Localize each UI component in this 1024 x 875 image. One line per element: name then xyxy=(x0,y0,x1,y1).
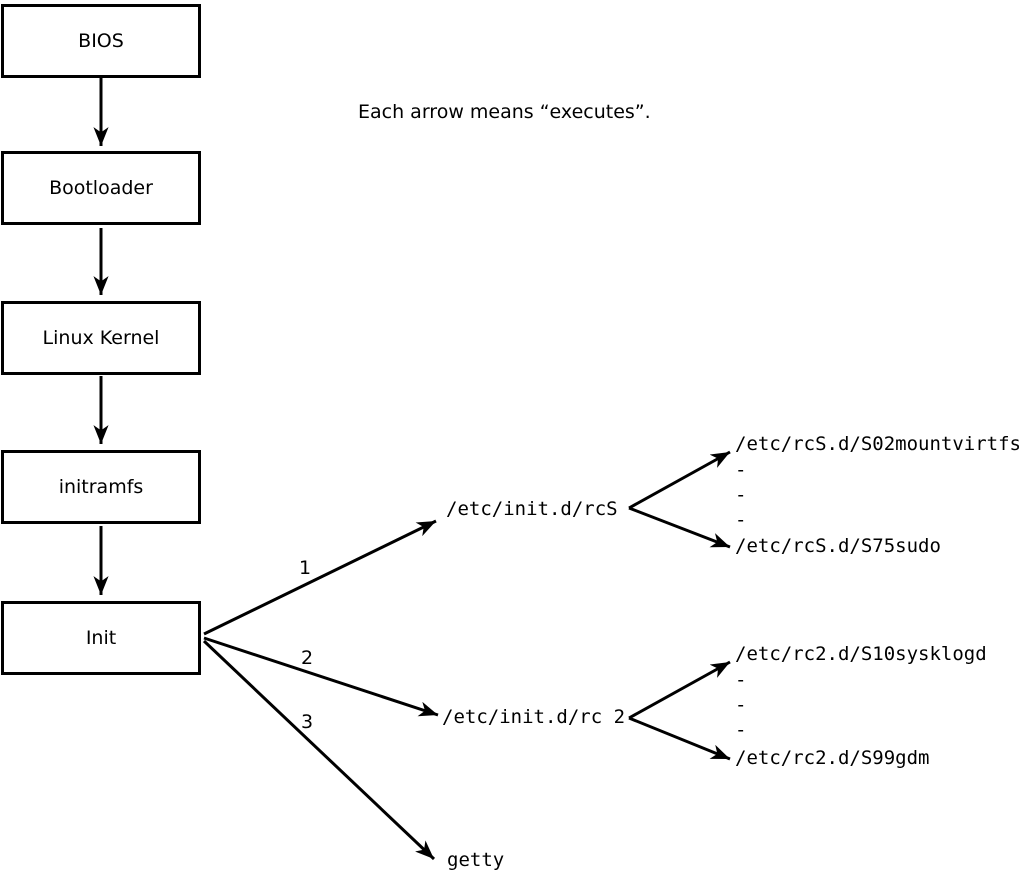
note-arrow-meaning: Each arrow means “executes”. xyxy=(358,101,651,123)
rc2-child-ellipsis-2: - xyxy=(735,694,747,716)
box-init: Init xyxy=(1,601,201,675)
rc2-child-ellipsis-1: - xyxy=(735,669,747,691)
box-linux-kernel-label: Linux Kernel xyxy=(42,327,160,349)
box-bootloader: Bootloader xyxy=(1,151,201,225)
target-rcs-script: /etc/init.d/rcS xyxy=(446,498,618,520)
rc2-child-s99gdm: /etc/rc2.d/S99gdm xyxy=(735,747,930,769)
rcs-child-ellipsis-2: - xyxy=(735,484,747,506)
arrow-rc2-to-s99gdm xyxy=(628,716,731,761)
box-bios-label: BIOS xyxy=(78,30,124,52)
branch-label-2: 2 xyxy=(301,647,314,669)
target-getty: getty xyxy=(447,849,505,871)
box-bootloader-label: Bootloader xyxy=(49,177,153,199)
arrow-init-to-getty xyxy=(202,639,436,861)
box-initramfs: initramfs xyxy=(1,450,201,524)
box-init-label: Init xyxy=(85,627,117,649)
rcs-child-s02mountvirtfs: /etc/rcS.d/S02mountvirtfs xyxy=(735,433,1021,455)
arrow-rc2-to-s10sysklogd xyxy=(628,660,731,720)
rcs-child-ellipsis-1: - xyxy=(735,459,747,481)
box-initramfs-label: initramfs xyxy=(58,476,144,498)
arrow-rcs-to-s02mountvirtfs xyxy=(628,450,731,510)
arrow-init-to-rcs xyxy=(203,519,437,636)
branch-label-1: 1 xyxy=(299,557,312,579)
rcs-child-s75sudo: /etc/rcS.d/S75sudo xyxy=(735,535,941,557)
arrow-rcs-to-s75sudo xyxy=(628,506,731,549)
arrow-init-to-rc2 xyxy=(203,636,439,717)
box-linux-kernel: Linux Kernel xyxy=(1,301,201,375)
branch-label-3: 3 xyxy=(301,711,314,733)
target-rc2-script: /etc/init.d/rc 2 xyxy=(442,706,626,728)
rc2-child-ellipsis-3: - xyxy=(735,719,747,741)
box-bios: BIOS xyxy=(1,4,201,78)
rc2-child-s10sysklogd: /etc/rc2.d/S10sysklogd xyxy=(735,643,987,665)
rcs-child-ellipsis-3: - xyxy=(735,509,747,531)
